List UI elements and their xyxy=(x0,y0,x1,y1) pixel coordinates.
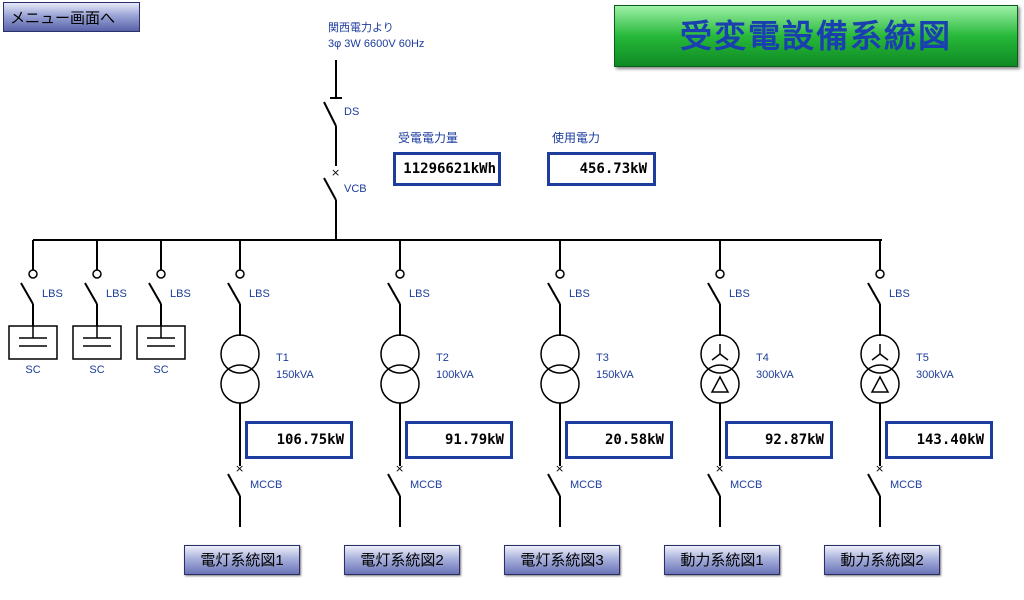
transformer-name: T5 xyxy=(916,352,929,364)
sc-label: SC xyxy=(153,364,168,376)
transformer-secondary-icon xyxy=(540,364,580,404)
feeder-power-meter: 143.40kW xyxy=(885,421,993,459)
lbs-terminal-icon xyxy=(28,269,38,279)
mccb-switch-icon xyxy=(547,473,561,497)
mccb-switch-icon xyxy=(867,473,881,497)
mccb-label: MCCB xyxy=(890,479,922,491)
transformer-feeder: LBS T5 300kVA × MCCB xyxy=(860,240,954,527)
transformer-rating: 150kVA xyxy=(276,369,314,381)
mccb-label: MCCB xyxy=(730,479,762,491)
vcb-switch-icon xyxy=(323,177,337,201)
transformer-primary-icon xyxy=(700,334,740,374)
vcb-label: VCB xyxy=(344,183,367,195)
lbs-label: LBS xyxy=(409,288,430,300)
ds-label: DS xyxy=(344,106,359,118)
received-energy-label: 受電電力量 xyxy=(398,131,459,145)
mccb-cross-icon: × xyxy=(555,462,564,475)
feeder-power-meter: 20.58kW xyxy=(565,421,673,459)
transformer-primary-icon xyxy=(540,334,580,374)
menu-screen-button[interactable]: メニュー画面へ xyxy=(3,2,140,32)
transformer-name: T3 xyxy=(596,352,609,364)
transformer-feeder: LBS T2 100kVA × MCCB xyxy=(380,240,474,527)
mccb-label: MCCB xyxy=(410,479,442,491)
transformer-secondary-icon xyxy=(700,364,740,404)
system-diagram-nav-button[interactable]: 電灯系統図3 xyxy=(504,545,620,575)
transformer-feeder: LBS T3 150kVA × MCCB xyxy=(540,240,634,527)
lbs-terminal-icon xyxy=(875,269,885,279)
transformer-name: T4 xyxy=(756,352,769,364)
lbs-switch-icon xyxy=(227,282,241,305)
lbs-switch-icon xyxy=(867,282,881,305)
lbs-switch-icon xyxy=(148,282,162,305)
mccb-cross-icon: × xyxy=(235,462,244,475)
capacitor-feeder: LBS SC xyxy=(8,240,63,376)
lbs-label: LBS xyxy=(569,288,590,300)
system-diagram-nav-button[interactable]: 動力系統図1 xyxy=(664,545,780,575)
power-usage-label: 使用電力 xyxy=(552,131,601,145)
lbs-switch-icon xyxy=(20,282,34,305)
transformer-secondary-icon xyxy=(860,364,900,404)
lbs-label: LBS xyxy=(106,288,127,300)
mccb-label: MCCB xyxy=(570,479,602,491)
supply-source-label: 関西電力より xyxy=(328,21,394,34)
lbs-label: LBS xyxy=(249,288,270,300)
mccb-switch-icon xyxy=(387,473,401,497)
lbs-switch-icon xyxy=(707,282,721,305)
mccb-switch-icon xyxy=(227,473,241,497)
lbs-switch-icon xyxy=(547,282,561,305)
feeder-power-meter: 92.87kW xyxy=(725,421,833,459)
transformer-name: T1 xyxy=(276,352,289,364)
system-diagram-nav-button[interactable]: 電灯系統図2 xyxy=(344,545,460,575)
received-energy-meter: 11296621kWh xyxy=(393,152,501,186)
delta-winding-icon xyxy=(710,375,730,393)
lbs-label: LBS xyxy=(729,288,750,300)
transformer-rating: 300kVA xyxy=(756,369,794,381)
lbs-terminal-icon xyxy=(156,269,166,279)
system-diagram-nav-button[interactable]: 電灯系統図1 xyxy=(184,545,300,575)
system-diagram-nav-button[interactable]: 動力系統図2 xyxy=(824,545,940,575)
transformer-rating: 150kVA xyxy=(596,369,634,381)
transformer-secondary-icon xyxy=(380,364,420,404)
mccb-label: MCCB xyxy=(250,479,282,491)
lbs-terminal-icon xyxy=(715,269,725,279)
transformer-secondary-icon xyxy=(220,364,260,404)
transformer-primary-icon xyxy=(220,334,260,374)
sc-label: SC xyxy=(25,364,40,376)
lbs-terminal-icon xyxy=(92,269,102,279)
transformer-feeder: LBS T4 300kVA × MCCB xyxy=(700,240,794,527)
supply-spec-label: 3φ 3W 6600V 60Hz xyxy=(328,38,424,50)
sc-label: SC xyxy=(89,364,104,376)
delta-winding-icon xyxy=(870,375,890,393)
mccb-cross-icon: × xyxy=(395,462,404,475)
lbs-label: LBS xyxy=(170,288,191,300)
lbs-switch-icon xyxy=(387,282,401,305)
capacitor-feeder: LBS SC xyxy=(136,240,191,376)
lbs-label: LBS xyxy=(42,288,63,300)
power-usage-meter: 456.73kW xyxy=(547,152,656,186)
transformer-rating: 300kVA xyxy=(916,369,954,381)
lbs-terminal-icon xyxy=(555,269,565,279)
capacitor-feeder: LBS SC xyxy=(72,240,127,376)
feeder-power-meter: 91.79kW xyxy=(405,421,513,459)
mccb-cross-icon: × xyxy=(875,462,884,475)
feeder-power-meter: 106.75kW xyxy=(245,421,353,459)
mccb-cross-icon: × xyxy=(715,462,724,475)
vcb-cross-icon: × xyxy=(331,166,340,179)
transformer-rating: 100kVA xyxy=(436,369,474,381)
lbs-label: LBS xyxy=(889,288,910,300)
lbs-switch-icon xyxy=(84,282,98,305)
transformer-feeder: LBS T1 150kVA × MCCB xyxy=(220,240,314,527)
ds-switch-icon xyxy=(323,101,337,127)
transformer-name: T2 xyxy=(436,352,449,364)
transformer-primary-icon xyxy=(380,334,420,374)
transformer-primary-icon xyxy=(860,334,900,374)
page-title: 受変電設備系統図 xyxy=(614,5,1018,67)
lbs-terminal-icon xyxy=(395,269,405,279)
lbs-terminal-icon xyxy=(235,269,245,279)
mccb-switch-icon xyxy=(707,473,721,497)
